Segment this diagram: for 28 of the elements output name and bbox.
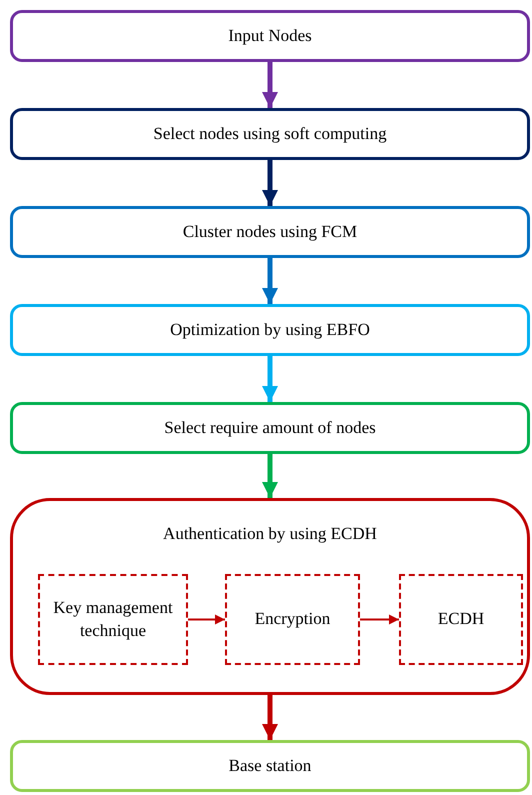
step-label: ECDH — [436, 608, 486, 630]
dashed-step-box — [225, 574, 360, 665]
process-box — [10, 304, 530, 356]
group-heading: Authentication by using ECDH — [163, 523, 377, 545]
process-box — [10, 10, 530, 62]
process-box — [10, 402, 530, 454]
arrow — [262, 258, 278, 304]
dashed-step-box — [38, 574, 188, 665]
process-box — [10, 740, 530, 792]
arrow — [188, 614, 225, 624]
step-label: Input Nodes — [228, 24, 312, 47]
group-box — [10, 498, 530, 695]
step-label: Select require amount of nodes — [164, 416, 376, 439]
dashed-step-box — [399, 574, 523, 665]
process-box — [10, 108, 530, 160]
arrow — [360, 614, 399, 624]
arrow — [262, 695, 278, 740]
arrow — [262, 160, 278, 206]
step-label: Base station — [228, 754, 312, 777]
step-label: Cluster nodes using FCM — [182, 220, 358, 243]
step-label: Select nodes using soft computing — [153, 122, 387, 145]
step-label: Key management technique — [52, 597, 174, 642]
step-label: Encryption — [254, 608, 332, 630]
arrow — [262, 62, 278, 108]
process-box — [10, 206, 530, 258]
arrow — [262, 454, 278, 498]
step-label: Optimization by using EBFO — [170, 318, 370, 341]
arrow — [262, 356, 278, 402]
